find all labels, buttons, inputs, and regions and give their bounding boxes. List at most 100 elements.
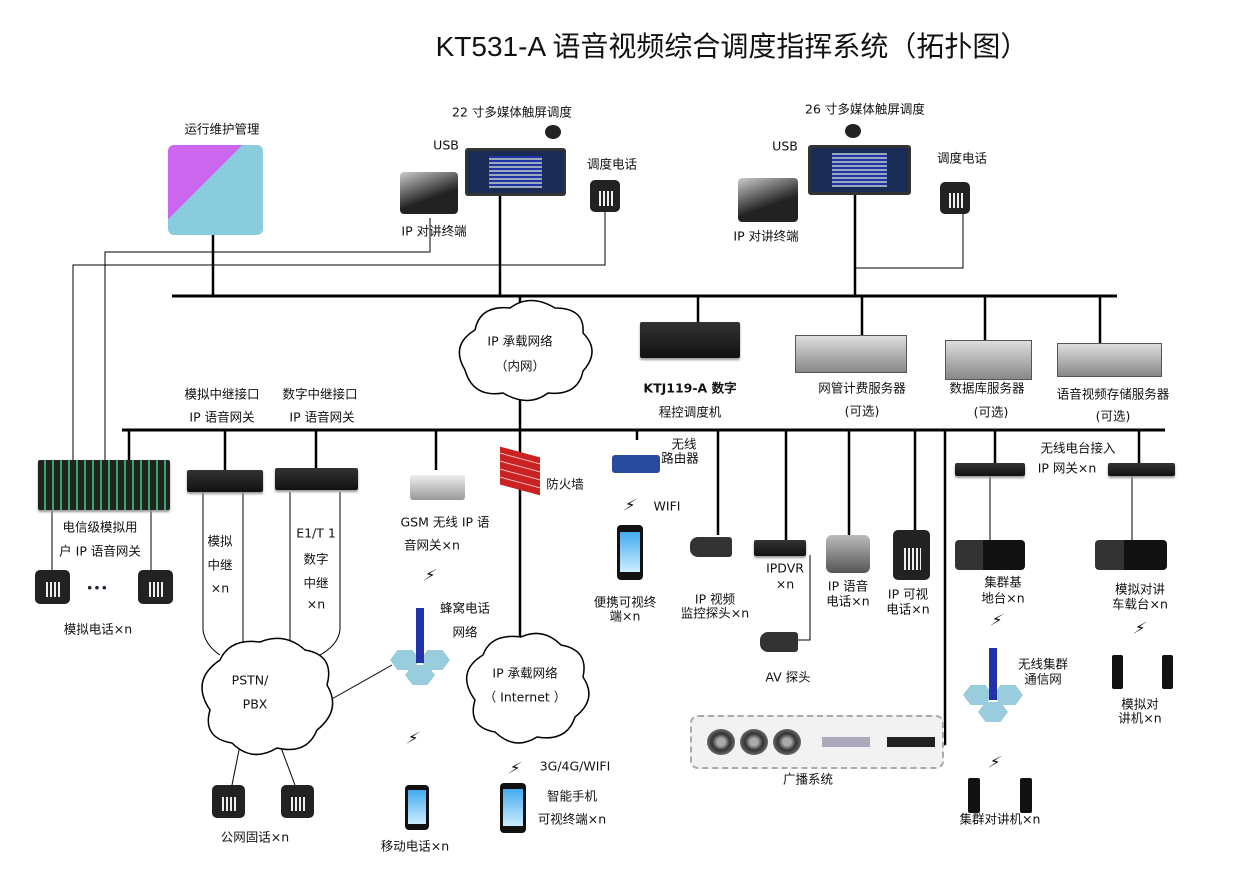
mobile-phone-icon [405,785,429,830]
analog-trunk-2: 中继 [207,557,233,573]
ip-intercom-label-2: IP 对讲终端 [733,228,799,244]
ip-intercom-icon [738,178,798,222]
smartphone-label-2: 可视终端×n [537,811,607,827]
walkie-talkie-icon [968,778,980,813]
internet-cloud-label-1: IP 承载网络 [492,665,558,681]
analog-trunk-gw-icon [187,470,263,492]
dispatch-phone-icon [940,182,970,214]
ktj119-switch-icon [640,322,740,358]
gsm-gateway-icon [410,475,465,500]
usb-label-1: USB [433,137,459,153]
vehicle-radio-label-2: 车载台×n [1112,596,1168,612]
pstn-label-1: PSTN/ [231,672,269,688]
pstn-phone-icon [281,785,314,818]
console22-icon [465,148,566,196]
intranet-cloud-label-2: （内网） [494,358,546,374]
ops-workstation-icon [168,145,263,235]
digital-trunk-2: 数字 [303,551,329,567]
console22-label: 22 寸多媒体触屏调度 [452,104,572,120]
webcam-icon [845,124,861,138]
video-phone-label-2: 电话×n [886,601,930,617]
analog-phone-label: 模拟电话×n [63,621,133,637]
ellipsis: ••• [85,580,109,596]
ipdvr-label-1: IPDVR [766,560,804,576]
gsm-label-2: 音网关×n [404,537,460,553]
telco-gw-label-1: 电信级模拟用 [62,519,138,535]
analog-walkie-label-1: 模拟对 [1121,696,1159,712]
mobile-phone-label: 移动电话×n [380,838,450,854]
trunk-tower-icon [960,640,1025,725]
billing-optional: (可选) [844,403,880,419]
cell-network-label-1: 蜂窝电话 [439,600,491,616]
cloud-intranet [458,299,593,402]
db-server-icon [945,340,1032,380]
firewall-label: 防火墙 [546,476,584,492]
broadcast-label: 广播系统 [782,771,834,787]
digital-trunk-3: 中继 [303,575,329,591]
ip-broadcast-terminal-icon [887,737,935,747]
page-title: KT531-A 语音视频综合调度指挥系统（拓扑图） [435,31,1029,62]
trunk-base-radio-icon [955,540,1025,570]
walkie-talkie-icon [1112,655,1123,689]
vehicle-radio-label-1: 模拟对讲 [1114,581,1166,597]
walkie-talkie-icon [1162,655,1173,689]
cloud-internet [466,632,590,744]
billing-server-icon [795,335,907,373]
smartphone-label-1: 智能手机 [546,788,598,804]
storage-optional: (可选) [1095,408,1131,424]
trunk-network-label-1: 无线集群 [1017,656,1069,672]
radio-gw-label-1: 无线电台接入 [1040,440,1116,456]
av-camera-icon [760,632,798,652]
dispatch-phone-icon [590,180,620,212]
vehicle-radio-icon [1095,540,1167,570]
analog-trunk-1: 模拟 [207,533,233,549]
cloud-pstn [201,637,334,756]
digital-trunk-4: ×n [306,596,326,612]
console26-label: 26 寸多媒体触屏调度 [805,101,925,117]
digital-trunk-gw-icon [275,468,358,490]
intranet-cloud-label-1: IP 承载网络 [487,333,553,349]
console26-icon [808,145,911,195]
wireless-router-icon [612,455,660,473]
analog-phone-icon [138,570,173,604]
ip-camera-label-1: IP 视频 [694,591,736,607]
analog-trunk-3: ×n [210,580,230,596]
radio-gateway-icon [955,463,1025,476]
wifi-label: WIFI [653,498,681,514]
video-phone-icon [893,530,930,580]
ops-label: 运行维护管理 [184,121,260,137]
base-radio-label-1: 集群基 [984,574,1022,590]
billing-server-label: 网管计费服务器 [818,380,906,396]
radio-gw-label-2: IP 网关×n [1037,460,1097,476]
walkie-talkie-icon [1020,778,1032,813]
analog-walkie-label-2: 讲机×n [1118,710,1162,726]
analog-phone-icon [35,570,70,604]
portable-label-1: 便携可视终 [593,594,657,610]
pstn-phone-icon [212,785,245,818]
gsm-label-1: GSM 无线 IP 语 [400,514,490,530]
router-label-1: 无线 [671,436,697,452]
telco-gw-label-2: 户 IP 语音网关 [59,543,141,559]
ip-intercom-label-1: IP 对讲终端 [401,223,467,239]
ip-phone-label-1: IP 语音 [827,578,869,594]
cell-network-label-2: 网络 [452,624,478,640]
dispatch-phone-label-1: 调度电话 [586,156,638,172]
telco-gateway-icon [38,460,170,510]
video-phone-label-1: IP 可视 [887,586,929,602]
digital-gw-label-1: 数字中继接口 [282,386,358,402]
ktj-label-1: KTJ119-A 数字 [643,380,737,396]
internet-cloud-label-2: （ Internet ） [483,689,567,705]
ktj-label-2: 程控调度机 [658,404,722,420]
av-camera-label: AV 探头 [765,669,811,685]
ipdvr-icon [754,540,806,556]
ip-phone-icon [826,535,870,573]
analog-gw-label-1: 模拟中继接口 [184,386,260,402]
cell-tower-icon [385,600,455,690]
ip-camera-icon [690,537,732,557]
digital-gw-label-2: IP 语音网关 [289,409,355,425]
portable-terminal-icon [617,525,643,580]
trunk-network-label-2: 通信网 [1024,671,1062,687]
db-optional: (可选) [973,404,1009,420]
